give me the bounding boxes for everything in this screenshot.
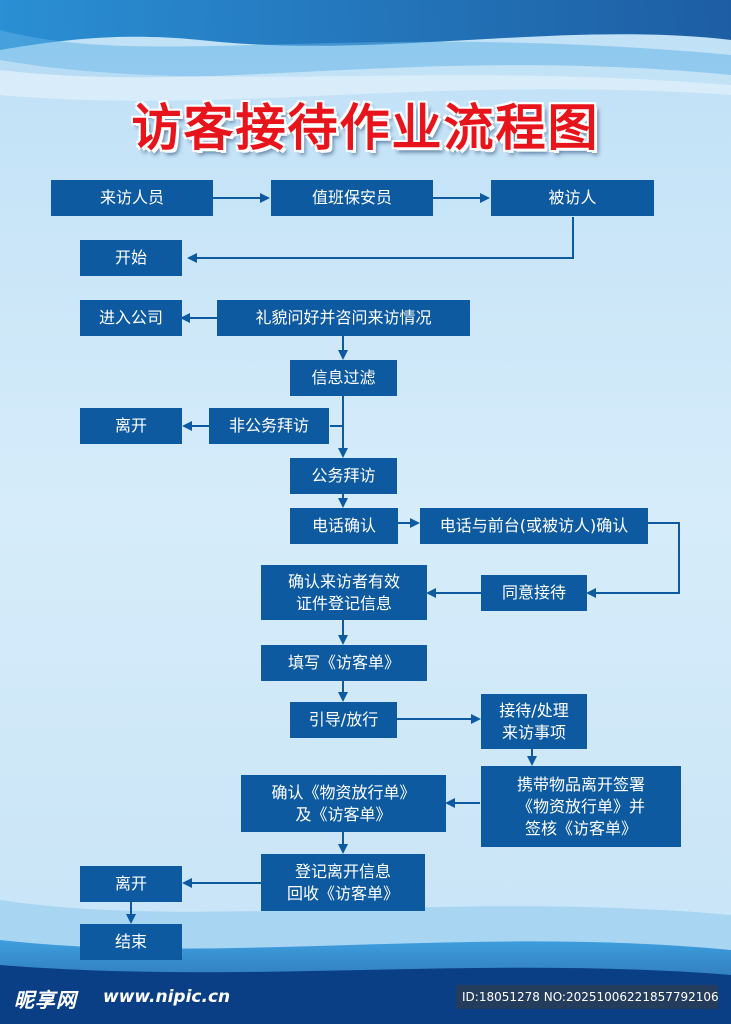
- node-filter: 信息过滤: [290, 360, 397, 396]
- watermark-id: ID:18051278 NO:20251006221857792106: [456, 985, 719, 1009]
- node-visitor: 来访人员: [51, 180, 213, 216]
- node-end: 结束: [80, 924, 182, 960]
- node-confirm-id: 确认来访者有效 证件登记信息: [261, 565, 427, 620]
- page-title: 访客接待作业流程图: [131, 99, 600, 157]
- node-enter: 进入公司: [80, 300, 182, 336]
- watermark-url: www.nipic.cn: [103, 987, 231, 1007]
- node-fill-form: 填写《访客单》: [261, 645, 427, 681]
- node-guard: 值班保安员: [271, 180, 433, 216]
- node-host: 被访人: [491, 180, 654, 216]
- node-carry: 携带物品离开签署 《物资放行单》并 签核《访客单》: [481, 766, 681, 847]
- node-start: 开始: [80, 240, 182, 276]
- node-agree: 同意接待: [481, 575, 587, 611]
- node-leave-1: 离开: [80, 408, 182, 444]
- node-register-leave: 登记离开信息 回收《访客单》: [261, 854, 425, 911]
- node-phone: 电话确认: [290, 508, 398, 544]
- node-greet: 礼貌问好并咨问来访情况: [217, 300, 470, 336]
- node-phone-front: 电话与前台(或被访人)确认: [420, 508, 648, 544]
- node-confirm-pass: 确认《物资放行单》 及《访客单》: [241, 775, 446, 832]
- watermark-logo: 昵享网: [14, 988, 77, 1012]
- node-nonbiz: 非公务拜访: [209, 408, 329, 444]
- node-biz: 公务拜访: [290, 458, 397, 494]
- node-guide: 引导/放行: [290, 702, 397, 738]
- node-leave-2: 离开: [80, 866, 182, 902]
- node-handle: 接待/处理 来访事项: [481, 694, 587, 749]
